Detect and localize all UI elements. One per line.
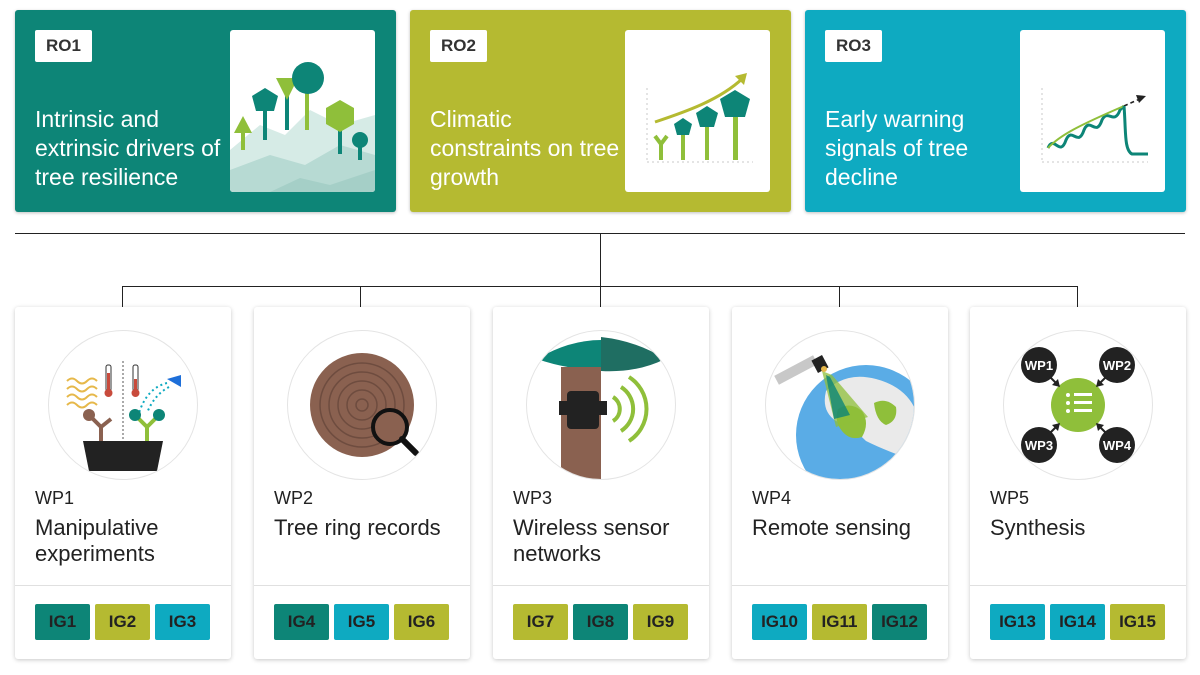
ig9-tag: IG9 [633,604,688,640]
ig10-tag: IG10 [752,604,807,640]
wp2-title: Tree ring records [274,515,441,540]
hub-label-wp3: WP3 [1025,438,1053,453]
synthesis-hub-icon: WP1 WP2 WP3 WP4 [1003,330,1153,480]
ro3-card: RO3 Early warning signals of tree declin… [805,10,1186,212]
ig13-tag: IG13 [990,604,1045,640]
ro3-badge: RO3 [825,30,882,62]
ro2-card: RO2 Climatic constraints on tree growth [410,10,791,212]
ro1-card: RO1 Intrinsic and extrinsic drivers of t… [15,10,396,212]
ro3-title: Early warning signals of tree decline [825,106,969,190]
wp4-title: Remote sensing [752,515,911,540]
ig15-tag: IG15 [1110,604,1165,640]
forest-hills-icon [230,30,375,192]
ro1-badge: RO1 [35,30,92,62]
ro2-title: Climatic constraints on tree growth [430,106,620,190]
wp5-code: WP5 [990,488,1030,508]
wp2-divider [254,585,470,586]
wp2-code: WP2 [274,488,314,508]
wp4-code: WP4 [752,488,792,508]
ig2-tag: IG2 [95,604,150,640]
satellite-globe-icon [765,330,915,480]
decline-signal-icon [1020,30,1165,192]
connector-wp5 [1077,286,1078,307]
wp5-divider [970,585,1186,586]
potted-plants-experiment-icon [48,330,198,480]
connector-wp2 [360,286,361,307]
wp1-code: WP1 [35,488,75,508]
wp1-divider [15,585,231,586]
ig1-tag: IG1 [35,604,90,640]
wp3-code: WP3 [513,488,553,508]
growth-trend-icon [625,30,770,192]
ro2-badge: RO2 [430,30,487,62]
hub-label-wp2: WP2 [1103,358,1131,373]
ig11-tag: IG11 [812,604,867,640]
ig12-tag: IG12 [872,604,927,640]
tree-sensor-wifi-icon [526,330,676,480]
connector-wp4 [839,286,840,307]
wp3-divider [493,585,709,586]
ig14-tag: IG14 [1050,604,1105,640]
wp5-title: Synthesis [990,515,1086,540]
wp1-title: Manipulative experiments [35,515,159,566]
hub-label-wp1: WP1 [1025,358,1053,373]
wp3-title: Wireless sensor networks [513,515,670,566]
ro1-title: Intrinsic and extrinsic drivers of tree … [35,106,221,190]
connector-wp1 [122,286,123,307]
connector-wp3 [600,286,601,307]
ig6-tag: IG6 [394,604,449,640]
ig7-tag: IG7 [513,604,568,640]
ig3-tag: IG3 [155,604,210,640]
ig8-tag: IG8 [573,604,628,640]
connector-vertical-main [600,233,601,287]
ig5-tag: IG5 [334,604,389,640]
tree-ring-magnifier-icon [287,330,437,480]
hub-label-wp4: WP4 [1103,438,1132,453]
wp4-divider [732,585,948,586]
ig4-tag: IG4 [274,604,329,640]
